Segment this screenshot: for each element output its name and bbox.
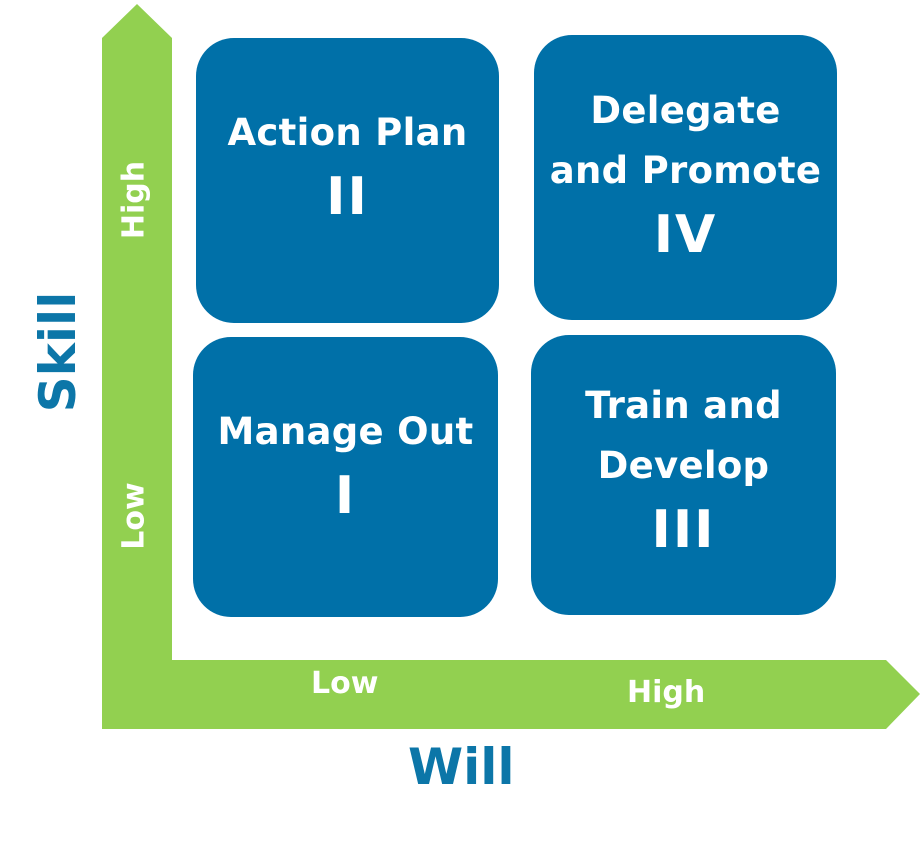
- y-axis-low-label: Low: [116, 482, 152, 550]
- y-axis-arrow: [102, 4, 172, 660]
- x-axis-high-label: High: [627, 675, 706, 710]
- x-axis-arrow: [102, 660, 920, 729]
- quadrant-numeral: III: [651, 500, 716, 560]
- quadrant-label: Manage Out: [217, 410, 474, 453]
- quadrant-label: Delegate and Promote: [549, 88, 822, 192]
- quadrant-manage-out: Manage Out I: [193, 337, 498, 617]
- quadrant-action-plan: Action Plan II: [196, 38, 499, 323]
- quadrant-delegate-and-promote: Delegate and Promote IV: [534, 35, 837, 320]
- quadrant-train-and-develop: Train and Develop III: [531, 335, 836, 615]
- x-axis-low-label: Low: [311, 666, 379, 701]
- y-axis-title: Skill: [29, 291, 87, 413]
- quadrant-numeral: IV: [653, 204, 718, 265]
- quadrant-numeral: II: [326, 166, 369, 227]
- y-axis-high-label: High: [116, 160, 152, 240]
- x-axis-title: Will: [408, 738, 515, 796]
- quadrant-numeral: I: [334, 466, 357, 526]
- quadrant-label: Train and Develop: [585, 384, 782, 487]
- quadrant-label: Action Plan: [227, 110, 468, 154]
